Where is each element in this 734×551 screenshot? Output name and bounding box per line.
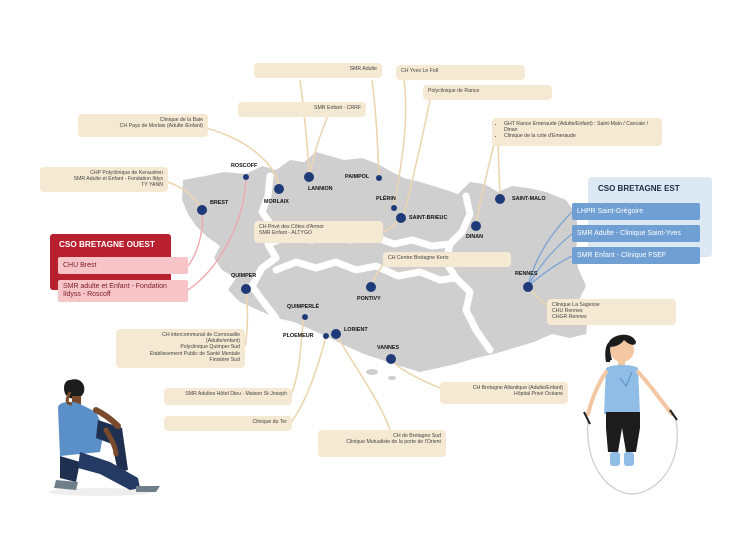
label-text: Clinique de la Baie [159, 117, 203, 123]
city-saint-brieuc: SAINT-BRIEUC [409, 215, 448, 221]
cso-est-title: CSO BRETAGNE EST [598, 184, 680, 193]
city-roscoff: ROSCOFF [231, 163, 258, 169]
label-text: Etablissement Public de Santé Mentale [149, 350, 240, 357]
city-saint-malo: SAINT-MALO [512, 196, 546, 202]
label-text: CH Privé des Côtes d'Armor [259, 224, 324, 230]
island [388, 376, 396, 380]
cso-est-item-lhpr: LHPR Saint-Grégoire [572, 203, 700, 220]
dot-paimpol [376, 175, 382, 181]
list-item: GHT Rance Emeraude (Adulte/Enfant) : Sai… [504, 121, 657, 133]
city-dots [197, 172, 533, 364]
label-text: SMR Adulte et Enfant - Fondation Ildys [73, 176, 163, 183]
cso-ouest-item-chu-brest: CHU Brest [58, 257, 188, 274]
label-polyclinique-rance: Polyclinique de Rance [423, 85, 552, 100]
label-text: SMR Enfant - ALTYGO [259, 230, 312, 237]
label-text: CH de Bretagne Sud [393, 433, 441, 439]
cso-est-item-smr-enfant: SMR Enfant - Clinique FSEF [572, 247, 700, 264]
dot-brest [197, 205, 207, 215]
label-vannes: CH Bretagne Atlantique (Adulte/Enfant) H… [440, 382, 568, 404]
city-ploemeur: PLOEMEUR [283, 333, 314, 339]
dot-saint-brieuc [396, 213, 406, 223]
label-smr-adulte: SMR Adulte [254, 63, 382, 78]
dot-vannes [386, 354, 396, 364]
city-lannion: LANNION [308, 186, 333, 192]
beige-connectors [166, 79, 549, 431]
label-text: Finistère Sud [209, 356, 240, 363]
label-text: Clinique La Sagesse [552, 302, 600, 308]
dot-saint-malo [495, 194, 505, 204]
island [366, 369, 378, 375]
city-lorient: LORIENT [344, 327, 368, 333]
label-quimper: CH intercommunal de Cornouaille (Adulte/… [116, 329, 245, 368]
cso-ouest-title: CSO BRETAGNE OUEST [59, 240, 155, 249]
label-text: CH Yves Le Foll [401, 68, 439, 74]
label-ch-yves-le-foll: CH Yves Le Foll [396, 65, 525, 80]
label-text: (Adulte/enfant) [205, 338, 240, 345]
label-smr-enfant-crrf: SMR Enfant - CRRF [238, 102, 366, 117]
dot-quimperle [302, 314, 308, 320]
city-quimperle: QUIMPERLÉ [287, 304, 320, 310]
label-brest: CHP Polyclinique de Keraudren SMR Adulte… [40, 167, 168, 192]
label-text: Hôpital Privé Océane [513, 391, 563, 398]
label-text: Polyclinique de Rance [428, 88, 480, 94]
city-rennes: RENNES [515, 271, 538, 277]
list-item: Clinique de la cote d'Emeraude [504, 133, 657, 139]
cso-ouest-item-smr-roscoff: SMR adulte et Enfant - Fondation Ildyss … [58, 280, 188, 302]
label-morlaix: Clinique de la Baie CH Pays de Morlaix (… [78, 114, 208, 137]
ght-list: GHT Rance Emeraude (Adulte/Enfant) : Sai… [497, 121, 657, 140]
label-text: CH Bretagne Atlantique (Adulte/Enfant) [472, 385, 563, 391]
label-cotes-armor: CH Privé des Côtes d'Armor SMR Enfant - … [254, 221, 383, 243]
label-rennes: Clinique La Sagesse CHU Rennes CHGR Renn… [547, 299, 676, 325]
city-plerin: PLÉRIN [376, 196, 396, 202]
label-text: SMR Adulte [349, 66, 377, 72]
label-text: Clinique du Ter [252, 419, 287, 425]
label-lorient: CH de Bretagne Sud Clinique Mutualiste d… [318, 430, 446, 457]
dot-morlaix [274, 184, 284, 194]
label-hotel-dieu: SMR Adultes Hôtel Dieu - Maison St-Josep… [164, 388, 292, 405]
dot-roscoff [243, 174, 249, 180]
dot-pontivy [366, 282, 376, 292]
label-text: CH Pays de Morlaix (Adulte /Enfant) [119, 123, 203, 130]
city-morlaix: MORLAIX [264, 199, 289, 205]
city-dinan: DINAN [466, 234, 484, 240]
dot-lannion [304, 172, 314, 182]
city-paimpol: PAIMPOL [345, 174, 370, 180]
label-text: CHP Polyclinique de Keraudren [90, 170, 163, 176]
dot-quimper [241, 284, 251, 294]
dot-dinan [471, 221, 481, 231]
label-text: CHU Rennes [552, 308, 583, 315]
dot-lorient [331, 329, 341, 339]
sitting-person-illustration [48, 379, 160, 496]
label-text: CH intercommunal de Cornouaille [162, 332, 240, 338]
label-ght-rance: GHT Rance Emeraude (Adulte/Enfant) : Sai… [492, 118, 662, 146]
label-text: CHGR Rennes [552, 314, 587, 321]
dot-rennes [523, 282, 533, 292]
jump-rope-girl-illustration [583, 334, 678, 495]
city-quimper: QUIMPER [231, 273, 257, 279]
label-kerio: CH Centre Bretagne Kerio [383, 252, 511, 267]
dot-plerin [391, 205, 397, 211]
label-text: CH Centre Bretagne Kerio [388, 255, 449, 261]
city-pontivy: PONTIVY [357, 296, 381, 302]
label-text: Polyclinique Quimper Sud [180, 344, 240, 351]
label-text: SMR Enfant - CRRF [314, 105, 361, 111]
label-text: TY YANN [141, 182, 163, 189]
label-clinique-ter: Clinique du Ter [164, 416, 292, 431]
label-text: SMR Adultes Hôtel Dieu - Maison St-Josep… [185, 391, 287, 397]
city-vannes: VANNES [377, 345, 400, 351]
dot-ploemeur [323, 333, 329, 339]
label-text: Clinique Mutualiste de la porte de l'Ori… [346, 439, 441, 446]
city-brest: BREST [210, 200, 229, 206]
cso-est-item-smr-adulte: SMR Adulte - Clinique Saint-Yves [572, 225, 700, 242]
